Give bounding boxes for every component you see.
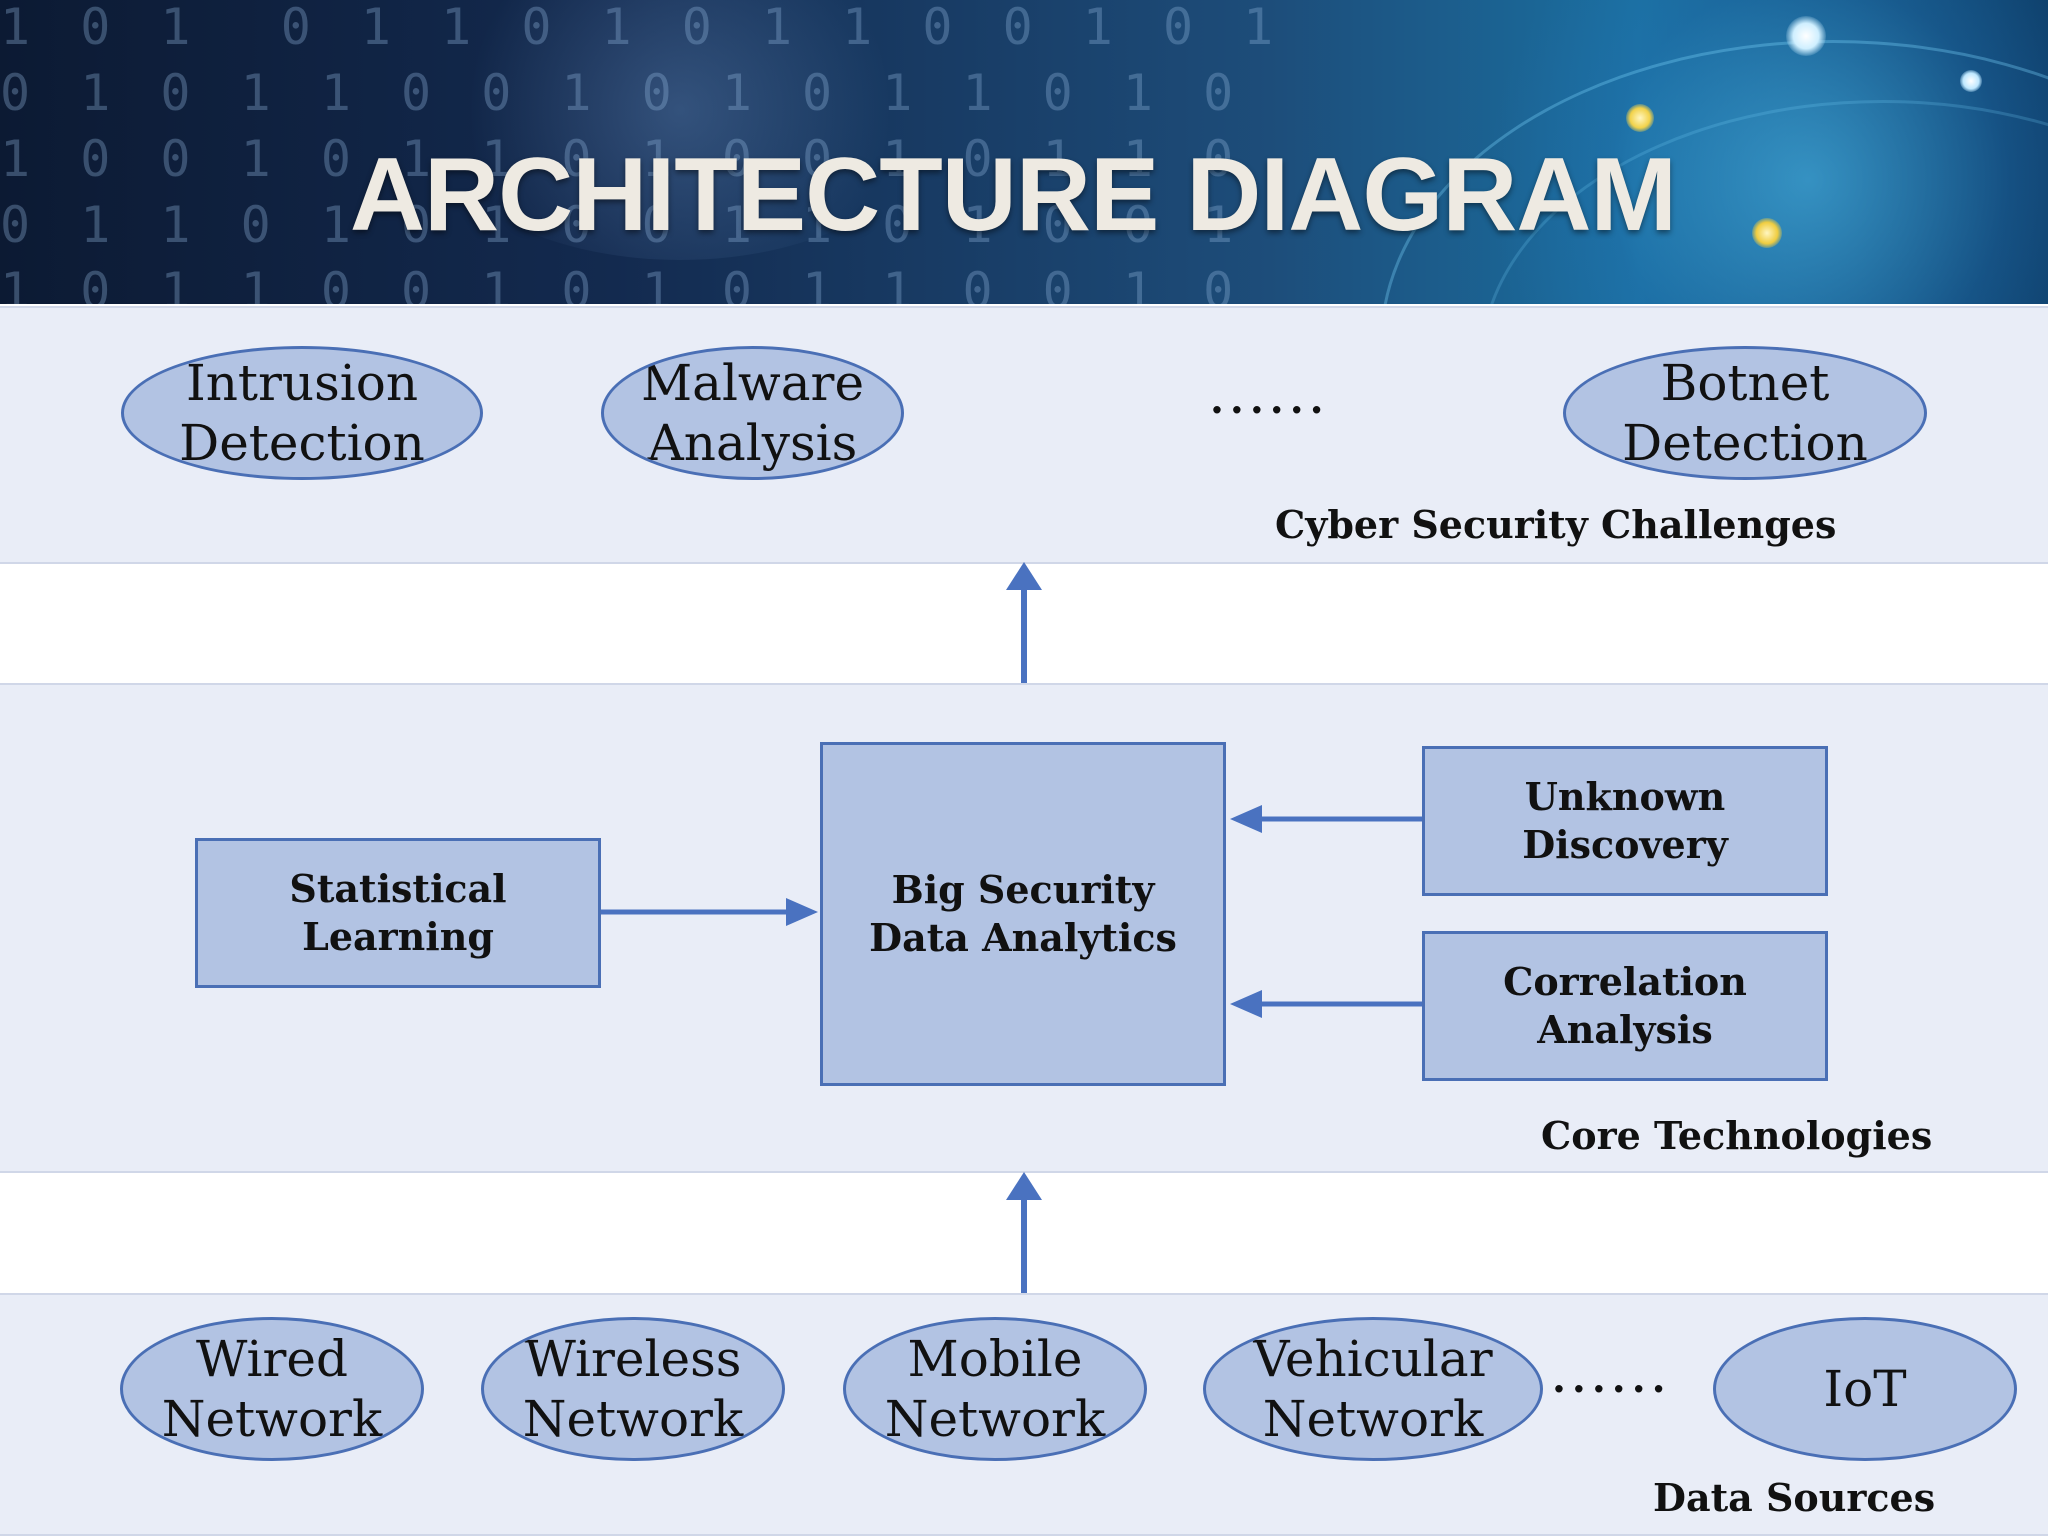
node-malware-analysis: Malware Analysis <box>601 346 904 480</box>
arrowhead <box>1006 562 1042 590</box>
ellipsis: ...... <box>1552 1355 1672 1402</box>
binary-background: 1 0 1 0 1 1 0 1 0 1 1 0 0 1 0 1 0 1 0 1 … <box>0 0 1284 304</box>
node-label: Wireless Network <box>522 1330 744 1448</box>
arrowhead <box>1230 805 1262 833</box>
arrowhead <box>786 898 818 926</box>
node-unknown-discovery: Unknown Discovery <box>1422 746 1828 896</box>
node-wired-network: Wired Network <box>120 1317 424 1461</box>
layer-cyber-security-challenges: Intrusion Detection Malware Analysis ...… <box>0 306 2048 564</box>
node-big-security-data-analytics: Big Security Data Analytics <box>820 742 1226 1086</box>
layer-label: Core Technologies <box>1541 1113 1933 1158</box>
light-dot <box>1786 16 1826 56</box>
node-label: Mobile Network <box>884 1330 1106 1448</box>
node-label: IoT <box>1823 1360 1907 1418</box>
node-label: Statistical Learning <box>289 866 507 959</box>
node-label: Vehicular Network <box>1253 1330 1493 1448</box>
node-intrusion-detection: Intrusion Detection <box>121 346 483 480</box>
node-statistical-learning: Statistical Learning <box>195 838 601 988</box>
node-label: Unknown Discovery <box>1522 774 1728 867</box>
node-label: Correlation Analysis <box>1503 959 1747 1052</box>
arrowhead <box>1230 990 1262 1018</box>
arrowhead <box>1006 1172 1042 1200</box>
layer-label: Cyber Security Challenges <box>1275 502 1837 547</box>
light-dot <box>1626 104 1654 132</box>
banner-glow <box>420 0 940 260</box>
node-mobile-network: Mobile Network <box>843 1317 1147 1461</box>
node-wireless-network: Wireless Network <box>481 1317 785 1461</box>
node-label: Wired Network <box>161 1330 383 1448</box>
node-iot: IoT <box>1713 1317 2017 1461</box>
node-botnet-detection: Botnet Detection <box>1563 346 1927 480</box>
node-correlation-analysis: Correlation Analysis <box>1422 931 1828 1081</box>
layer-data-sources: Wired Network Wireless Network Mobile Ne… <box>0 1293 2048 1536</box>
layer-label: Data Sources <box>1653 1475 1936 1520</box>
ellipsis: ...... <box>1210 376 1330 423</box>
node-label: Botnet Detection <box>1622 354 1868 472</box>
banner: 1 0 1 0 1 1 0 1 0 1 1 0 0 1 0 1 0 1 0 1 … <box>0 0 2048 304</box>
node-label: Malware Analysis <box>640 354 865 472</box>
node-label: Big Security Data Analytics <box>869 867 1177 960</box>
node-vehicular-network: Vehicular Network <box>1203 1317 1543 1461</box>
light-dot <box>1752 218 1782 248</box>
page-title: ARCHITECTURE DIAGRAM <box>349 137 1677 253</box>
node-label: Intrusion Detection <box>179 354 425 472</box>
layer-core-technologies: Statistical Learning Big Security Data A… <box>0 683 2048 1173</box>
light-dot <box>1960 70 1982 92</box>
